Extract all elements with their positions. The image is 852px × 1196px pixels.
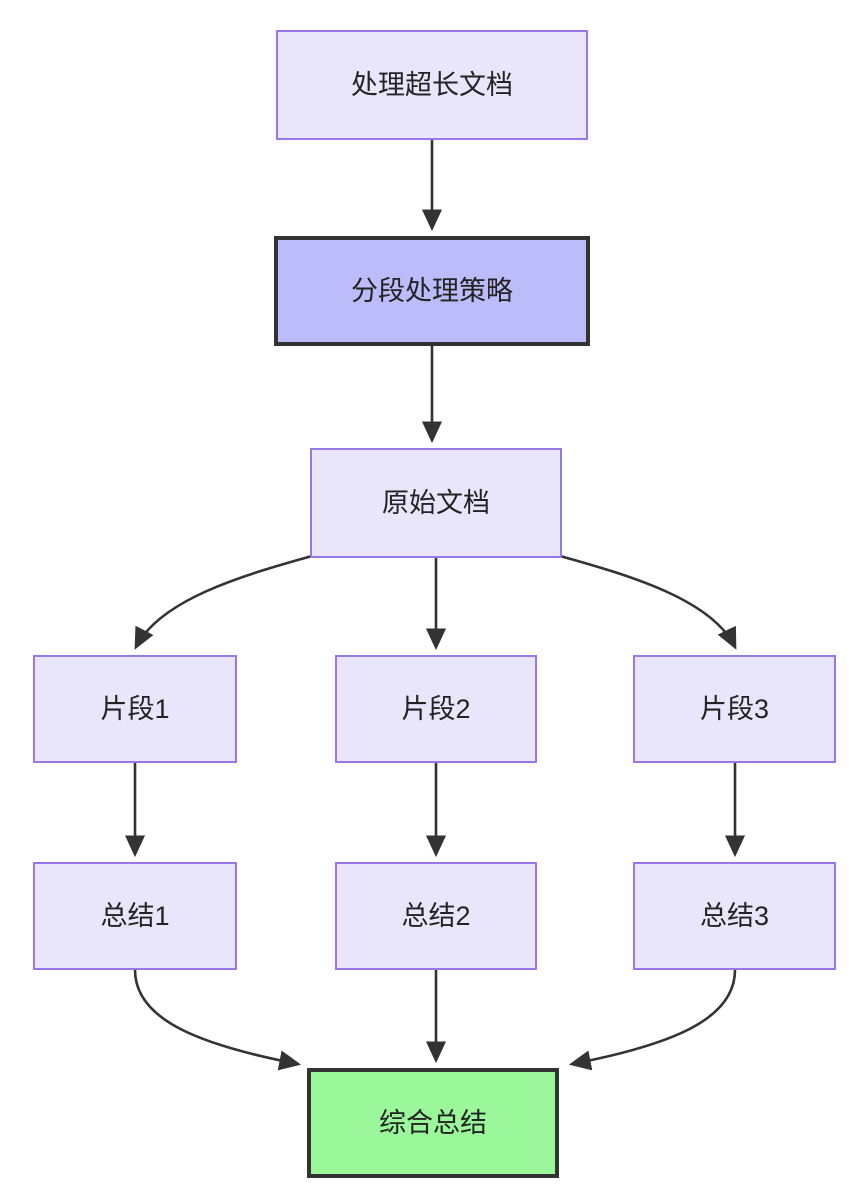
edge-n3-to-n4: [134, 554, 313, 650]
node-n5[interactable]: 片段2: [335, 655, 537, 763]
node-label: 处理超长文档: [351, 69, 513, 100]
node-label: 总结2: [401, 900, 471, 931]
node-label: 综合总结: [379, 1107, 487, 1138]
edge-n7-to-n10: [133, 969, 302, 1071]
node-label: 总结3: [699, 900, 770, 931]
node-n8[interactable]: 总结2: [335, 862, 537, 970]
node-n1[interactable]: 处理超长文档: [276, 30, 588, 140]
node-n3[interactable]: 原始文档: [310, 448, 562, 558]
node-n9[interactable]: 总结3: [633, 862, 836, 970]
node-label: 原始文档: [382, 487, 490, 518]
node-n6[interactable]: 片段3: [633, 655, 836, 763]
node-label: 总结1: [100, 900, 170, 931]
edge-n9-to-n10: [568, 969, 737, 1071]
node-n2[interactable]: 分段处理策略: [274, 236, 590, 346]
edges-group: [124, 140, 746, 1071]
node-label: 分段处理策略: [351, 275, 513, 306]
edge-n3-to-n6: [559, 554, 737, 650]
node-n10[interactable]: 综合总结: [307, 1068, 559, 1178]
node-n4[interactable]: 片段1: [33, 655, 237, 763]
node-label: 片段2: [401, 693, 471, 724]
node-n7[interactable]: 总结1: [33, 862, 237, 970]
node-label: 片段1: [100, 693, 170, 724]
node-label: 片段3: [699, 693, 770, 724]
